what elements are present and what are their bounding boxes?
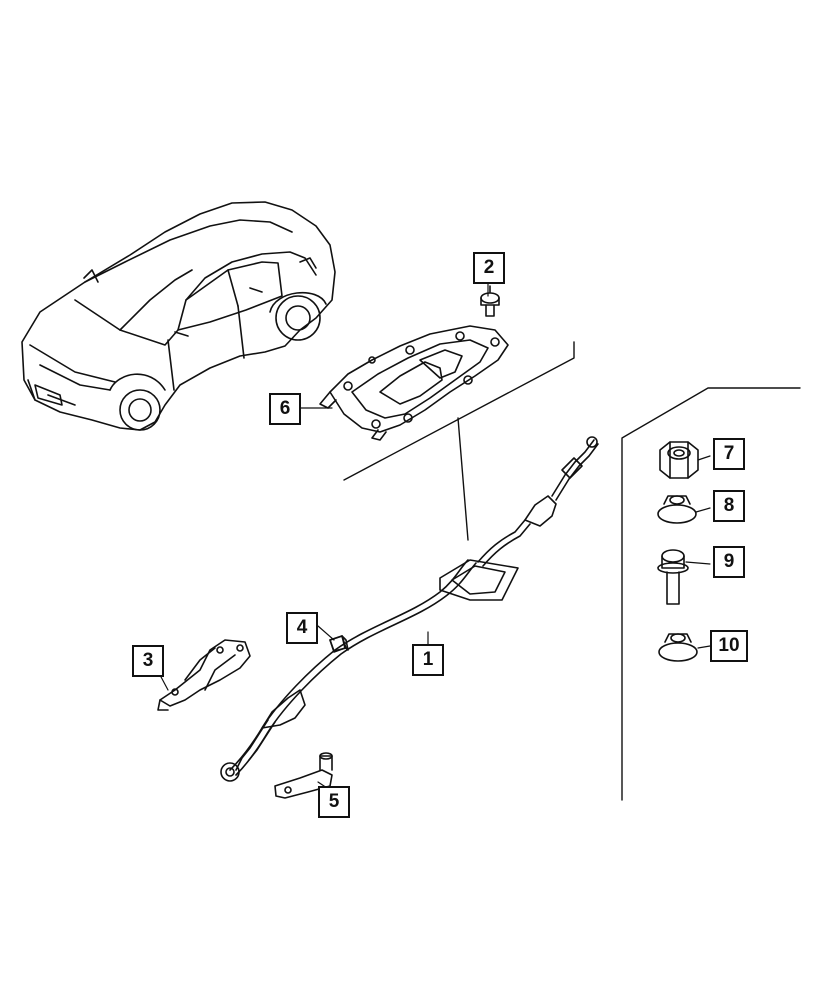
- bolt-2-illustration: [480, 285, 500, 317]
- callout-2: 2: [473, 252, 505, 284]
- bracket-3-illustration: [157, 639, 251, 711]
- section-dividers: [343, 341, 801, 801]
- callout-8: 8: [713, 490, 745, 522]
- shifter-bracket-plate: [319, 325, 509, 441]
- vehicle-illustration: [21, 201, 336, 431]
- bolt-9-illustration: [657, 549, 689, 605]
- shift-cable-assembly: [220, 436, 599, 782]
- callout-7: 7: [713, 438, 745, 470]
- flange-nut-10-illustration: [658, 633, 698, 662]
- callout-5: 5: [318, 786, 350, 818]
- callout-3: 3: [132, 645, 164, 677]
- nut-7-illustration: [659, 441, 699, 479]
- flange-nut-8-illustration: [657, 495, 697, 524]
- callout-4: 4: [286, 612, 318, 644]
- clip-4-illustration: [329, 635, 349, 652]
- leader-lines: [151, 283, 711, 791]
- callout-10: 10: [710, 630, 748, 662]
- callout-9: 9: [713, 546, 745, 578]
- callout-6: 6: [269, 393, 301, 425]
- callout-1: 1: [412, 644, 444, 676]
